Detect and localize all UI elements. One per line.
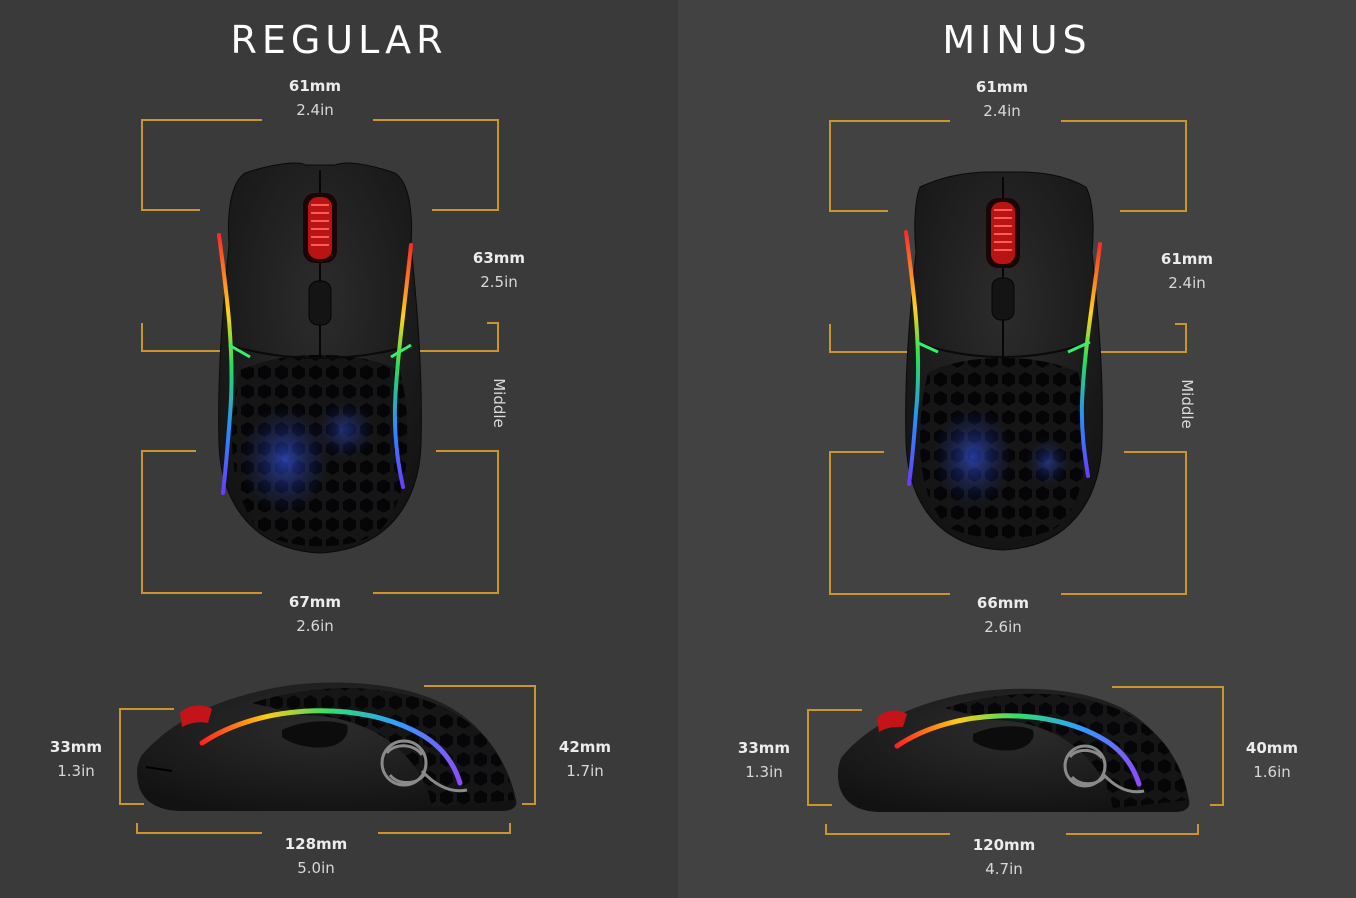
front-height-mm: 33mm	[49, 738, 103, 756]
front-height-in: 1.3in	[745, 763, 783, 781]
top-width-in: 2.4in	[296, 101, 334, 119]
mouse-top-view	[904, 171, 1103, 551]
top-width-in: 2.4in	[983, 102, 1021, 120]
dimension-brackets	[807, 120, 1224, 835]
grip-width-mm: 61mm	[1160, 250, 1214, 268]
front-height-mm: 33mm	[737, 739, 791, 757]
front-height-in: 1.3in	[57, 762, 95, 780]
mouse-side-view	[137, 682, 517, 811]
panel-minus: MINUS 61mm 2.4in 61mm 2.4in Middle 66mm …	[678, 0, 1356, 898]
mouse-top-view	[217, 162, 422, 554]
length-in: 4.7in	[985, 860, 1023, 878]
bottom-width-in: 2.6in	[984, 618, 1022, 636]
hump-height-in: 1.7in	[566, 762, 604, 780]
top-width-mm: 61mm	[288, 77, 342, 95]
panel-title: MINUS	[942, 18, 1092, 62]
panel-regular: REGULAR 61mm 2.4in 63mm 2.5in Middle 67m…	[49, 18, 612, 877]
grip-width-in: 2.5in	[480, 273, 518, 291]
length-mm: 120mm	[972, 836, 1036, 854]
hump-height-in: 1.6in	[1253, 763, 1291, 781]
hump-height-mm: 40mm	[1245, 739, 1299, 757]
bottom-width-mm: 67mm	[288, 593, 342, 611]
grip-width-in: 2.4in	[1168, 274, 1206, 292]
bottom-width-in: 2.6in	[296, 617, 334, 635]
grip-width-mm: 63mm	[472, 249, 526, 267]
length-mm: 128mm	[284, 835, 348, 853]
top-width-mm: 61mm	[975, 78, 1029, 96]
length-in: 5.0in	[297, 859, 335, 877]
dimension-brackets	[119, 119, 536, 834]
panel-title: REGULAR	[230, 18, 448, 62]
hump-height-mm: 42mm	[558, 738, 612, 756]
bottom-width-mm: 66mm	[976, 594, 1030, 612]
mouse-side-view	[837, 688, 1190, 812]
